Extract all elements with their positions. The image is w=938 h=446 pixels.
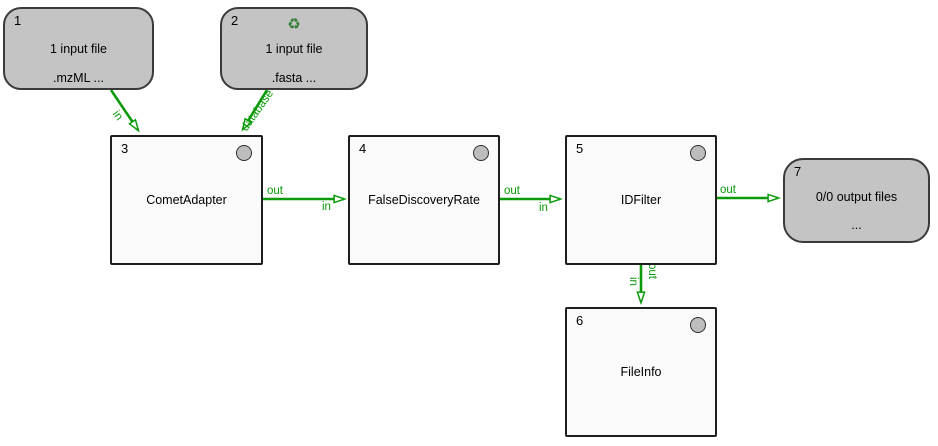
- node-number: 5: [576, 141, 584, 156]
- node-number: 7: [794, 164, 802, 179]
- edge-label-in: in: [322, 201, 331, 213]
- node-title: FalseDiscoveryRate: [368, 193, 480, 207]
- edge-label-out: out: [267, 185, 283, 197]
- edge-label-in: in: [627, 277, 639, 286]
- node-input-files-mzml[interactable]: 1 1 input file .mzML ...: [3, 7, 154, 90]
- node-subtitle: .fasta ...: [271, 71, 317, 85]
- edge-label-out: out: [504, 185, 520, 197]
- edge-label-out: out: [720, 184, 736, 196]
- edge-label-out: out: [646, 263, 658, 279]
- node-title: 0/0 output files: [815, 190, 898, 204]
- edge-input1-to-cometadapter[interactable]: [109, 89, 138, 130]
- recycle-icon: ♻: [287, 15, 301, 33]
- node-title: CometAdapter: [146, 193, 227, 207]
- node-number: 2: [231, 13, 239, 28]
- node-tool-fileinfo[interactable]: 6 FileInfo: [565, 307, 717, 437]
- edge-label-in: in: [109, 108, 125, 123]
- status-circle-icon: [690, 317, 706, 333]
- node-number: 4: [359, 141, 367, 156]
- edge-label-database: database: [239, 87, 277, 134]
- node-output-files[interactable]: 7 0/0 output files ...: [783, 158, 930, 243]
- edge-label-in: in: [539, 202, 548, 214]
- node-number: 3: [121, 141, 129, 156]
- node-title: 1 input file: [265, 42, 323, 56]
- status-circle-icon: [236, 145, 252, 161]
- node-tool-cometadapter[interactable]: 3 CometAdapter: [110, 135, 263, 265]
- node-subtitle: .mzML ...: [53, 71, 104, 85]
- node-input-files-fasta[interactable]: 2 ♻ 1 input file .fasta ...: [220, 7, 368, 90]
- node-tool-falsediscoveryrate[interactable]: 4 FalseDiscoveryRate: [348, 135, 500, 265]
- node-number: 1: [14, 13, 22, 28]
- status-circle-icon: [473, 145, 489, 161]
- node-title: FileInfo: [620, 365, 662, 379]
- node-number: 6: [576, 313, 584, 328]
- status-circle-icon: [690, 145, 706, 161]
- node-title: 1 input file: [50, 42, 107, 56]
- node-subtitle: ...: [851, 218, 862, 232]
- node-tool-idfilter[interactable]: 5 IDFilter: [565, 135, 717, 265]
- node-title: IDFilter: [620, 193, 662, 207]
